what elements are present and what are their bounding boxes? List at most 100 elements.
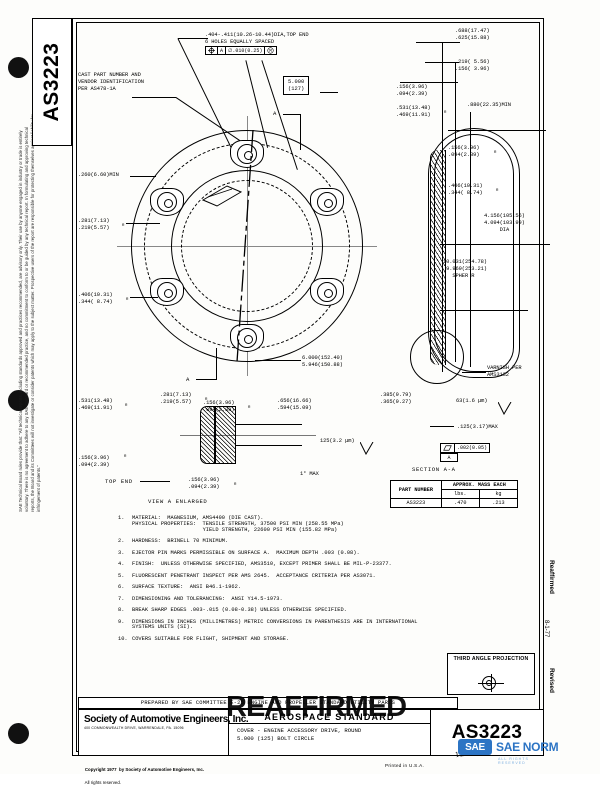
flatness-symbol-icon — [441, 444, 455, 452]
dim-spherical-radius: 10.031(254.78) 9.969(253.21) SPHER R — [443, 259, 487, 279]
note-text: SURFACE TEXTURE: ANSI B46.1-1962. — [132, 584, 242, 591]
radius-mark-406: R — [496, 189, 499, 193]
note-text: FINISH: UNLESS OTHERWISE SPECIFIED, AMS3… — [132, 561, 392, 568]
title-block-description-cell: AEROSPACE STANDARD COVER - ENGINE ACCESS… — [229, 710, 431, 755]
radius-mark-531: R — [444, 111, 447, 115]
section-arrow-line-top — [283, 114, 301, 115]
fcf-tolerance-value: .010(0.25) — [232, 47, 263, 54]
margin-reaffirmed-label: Reaffirmed — [548, 560, 555, 594]
angle-max-label: 1° MAX — [300, 471, 319, 477]
third-angle-projection-icon — [478, 674, 504, 692]
bolt-hole-6 — [157, 192, 177, 212]
radius-mark-va-156a: R — [248, 406, 251, 410]
margin-date-label: 8-1-77 — [543, 620, 549, 638]
bolt-hole-5 — [157, 282, 177, 302]
cast-id-plate — [201, 185, 243, 207]
third-angle-projection-label: THIRD ANGLE PROJECTION — [453, 655, 529, 662]
dim-880-min: .880(22.35)MIN — [467, 102, 511, 108]
note-item: 2. HARDNESS: BRINELL 70 MINIMUM. — [118, 538, 518, 545]
mass-table-part-header: PART NUMBER — [390, 480, 442, 499]
top-end-label: TOP END — [105, 478, 133, 485]
notes-list: 1. MATERIAL: MAGNESIUM, AMS4490 (DIE CAS… — [118, 515, 518, 648]
position-symbol-icon — [206, 47, 218, 54]
note-item: 8. BREAK SHARP EDGES .003-.015 (0.08-0.3… — [118, 607, 518, 614]
title-block-organization-cell: Society of Automotive Engineers, Inc. 40… — [79, 710, 249, 755]
note-text: MATERIAL: MAGNESIUM, AMS4490 (DIE CAST).… — [132, 515, 344, 533]
third-angle-projection-block: THIRD ANGLE PROJECTION — [447, 653, 535, 695]
note-number: 1. — [118, 515, 125, 521]
flatness-value-cell: .002(0.05) — [457, 445, 488, 451]
dim-156-094-b: .156(3.96) .094(2.39) — [448, 145, 480, 158]
note-text: DIMENSIONING AND TOLERANCING: ANSI Y14.5… — [132, 595, 283, 602]
view-a-caption: VIEW A ENLARGED — [148, 498, 208, 505]
fcf-modifier-cell: M — [265, 47, 276, 54]
note-number: 5. — [118, 572, 125, 579]
mass-table-kg-value: .213 — [478, 498, 519, 508]
dim-156-094-va1: .156(3.96) .094(2.39) — [203, 400, 235, 413]
leader-281 — [126, 223, 160, 224]
drawing-page: SAE Technical Board rules provide that: … — [8, 18, 559, 785]
cast-part-number-note: CAST PART NUMBER AND VENDOR IDENTIFICATI… — [78, 72, 144, 92]
radius-mark-va-156b: R — [124, 455, 127, 459]
note-item: 1. MATERIAL: MAGNESIUM, AMS4490 (DIE CAS… — [118, 515, 518, 534]
note-number: 10. — [118, 635, 128, 642]
radius-mark-va-281: R — [205, 398, 208, 402]
bolt-hole-3 — [317, 282, 337, 302]
note-number: 7. — [118, 595, 125, 602]
radius-mark-left-1: R — [122, 224, 125, 228]
note-number: 3. — [118, 549, 125, 556]
elev-dim-line-880 — [448, 130, 546, 131]
note-item: 6. SURFACE TEXTURE: ANSI B46.1-1962. — [118, 584, 518, 591]
bolt-hole-2 — [317, 192, 337, 212]
section-arrow-label-top: A — [273, 110, 277, 117]
note-item: 5. FLUORESCENT PENETRANT INSPECT PER AMS… — [118, 572, 518, 580]
note-text: BREAK SHARP EDGES .003-.015 (0.08-0.38) … — [132, 607, 347, 614]
leader-bolt-dia — [255, 360, 301, 361]
note-item: 10. COVERS SUITABLE FOR FLIGHT, SHIPMENT… — [118, 635, 518, 643]
surface-finish-icon-125 — [360, 442, 374, 455]
title-block-number-cell: AS3223 — [451, 721, 523, 743]
dim-bolt-diameter: 6.000(152.40) 5.946(150.88) — [302, 355, 343, 368]
note-number: 4. — [118, 561, 125, 568]
dim-406-344: .406(10.31) .344( 8.74) — [448, 183, 483, 196]
radius-mark-va-531: R — [125, 404, 128, 408]
mass-table: PART NUMBER APPROX. MASS EACH lbs. kg AS… — [390, 480, 519, 508]
dim-156-094-va2: .156(3.96) .094(2.39) — [78, 455, 110, 468]
section-cut-line-bottom — [216, 348, 217, 380]
copyright-line2: All rights reserved. — [84, 779, 121, 785]
elev-ext-line-1 — [442, 42, 443, 372]
sae-norm-badge: SAE — [458, 739, 492, 755]
elev-dim-line-531 — [400, 82, 458, 83]
dim-260-min: .260(6.60)MIN — [78, 172, 119, 178]
mass-table-lbs-header: lbs. — [440, 489, 480, 499]
sae-norm-subtext: ALL RIGHTS RESERVED — [498, 757, 529, 765]
sae-norm-watermark: SAE SAE NORM ALL RIGHTS RESERVED — [458, 739, 559, 765]
sae-organization-name: Society of Automotive Engineers, Inc. — [84, 714, 249, 725]
section-aa-caption: SECTION A-A — [412, 466, 456, 473]
note-item: 4. FINISH: UNLESS OTHERWISE SPECIFIED, A… — [118, 561, 518, 568]
dim-major-diameter: 4.156(105.56) 4.094(103.99) DIA — [484, 213, 525, 233]
dim-531-469: .531(13.48) .469(11.91) — [396, 105, 431, 118]
standard-number-tab: AS3223 — [32, 18, 72, 146]
note-text: DIMENSIONS IN INCHES (MILLIMETRES) METRI… — [132, 618, 418, 631]
view-a-body-section — [214, 406, 236, 464]
mass-table-mass-header: APPROX. MASS EACH — [440, 480, 519, 490]
outer-diameter-circle — [131, 130, 363, 362]
printed-in-usa-label: Printed in U.S.A. — [385, 763, 425, 768]
section-arrow-line-bottom — [196, 379, 216, 380]
part-title-line1: COVER - ENGINE ACCESSORY DRIVE, ROUND — [237, 727, 362, 734]
dim-688-625: .688(17.47) .625(15.88) — [455, 28, 490, 41]
view-a-rim — [236, 424, 302, 446]
dim-656-594: .656(16.66) .594(15.09) — [277, 398, 312, 411]
hole-spec-line2: 6 HOLES EQUALLY SPACED — [205, 39, 274, 45]
elev-dim-line-219 — [425, 62, 459, 63]
punch-hole-middle — [8, 390, 29, 411]
datum-a-label: A — [447, 454, 451, 461]
bolt-circle-leader — [320, 92, 338, 93]
dim-406-344-left: .406(10.31) .344( 8.74) — [78, 292, 113, 305]
elev-dim-line-spher — [440, 310, 528, 311]
flatness-control-frame: .002(0.05) — [440, 443, 491, 453]
mass-table-row: AS3223 .470 .213 — [390, 498, 519, 508]
varnish-leader — [462, 372, 486, 373]
bolt-circle-callout: 5.000 (127) — [283, 76, 310, 96]
